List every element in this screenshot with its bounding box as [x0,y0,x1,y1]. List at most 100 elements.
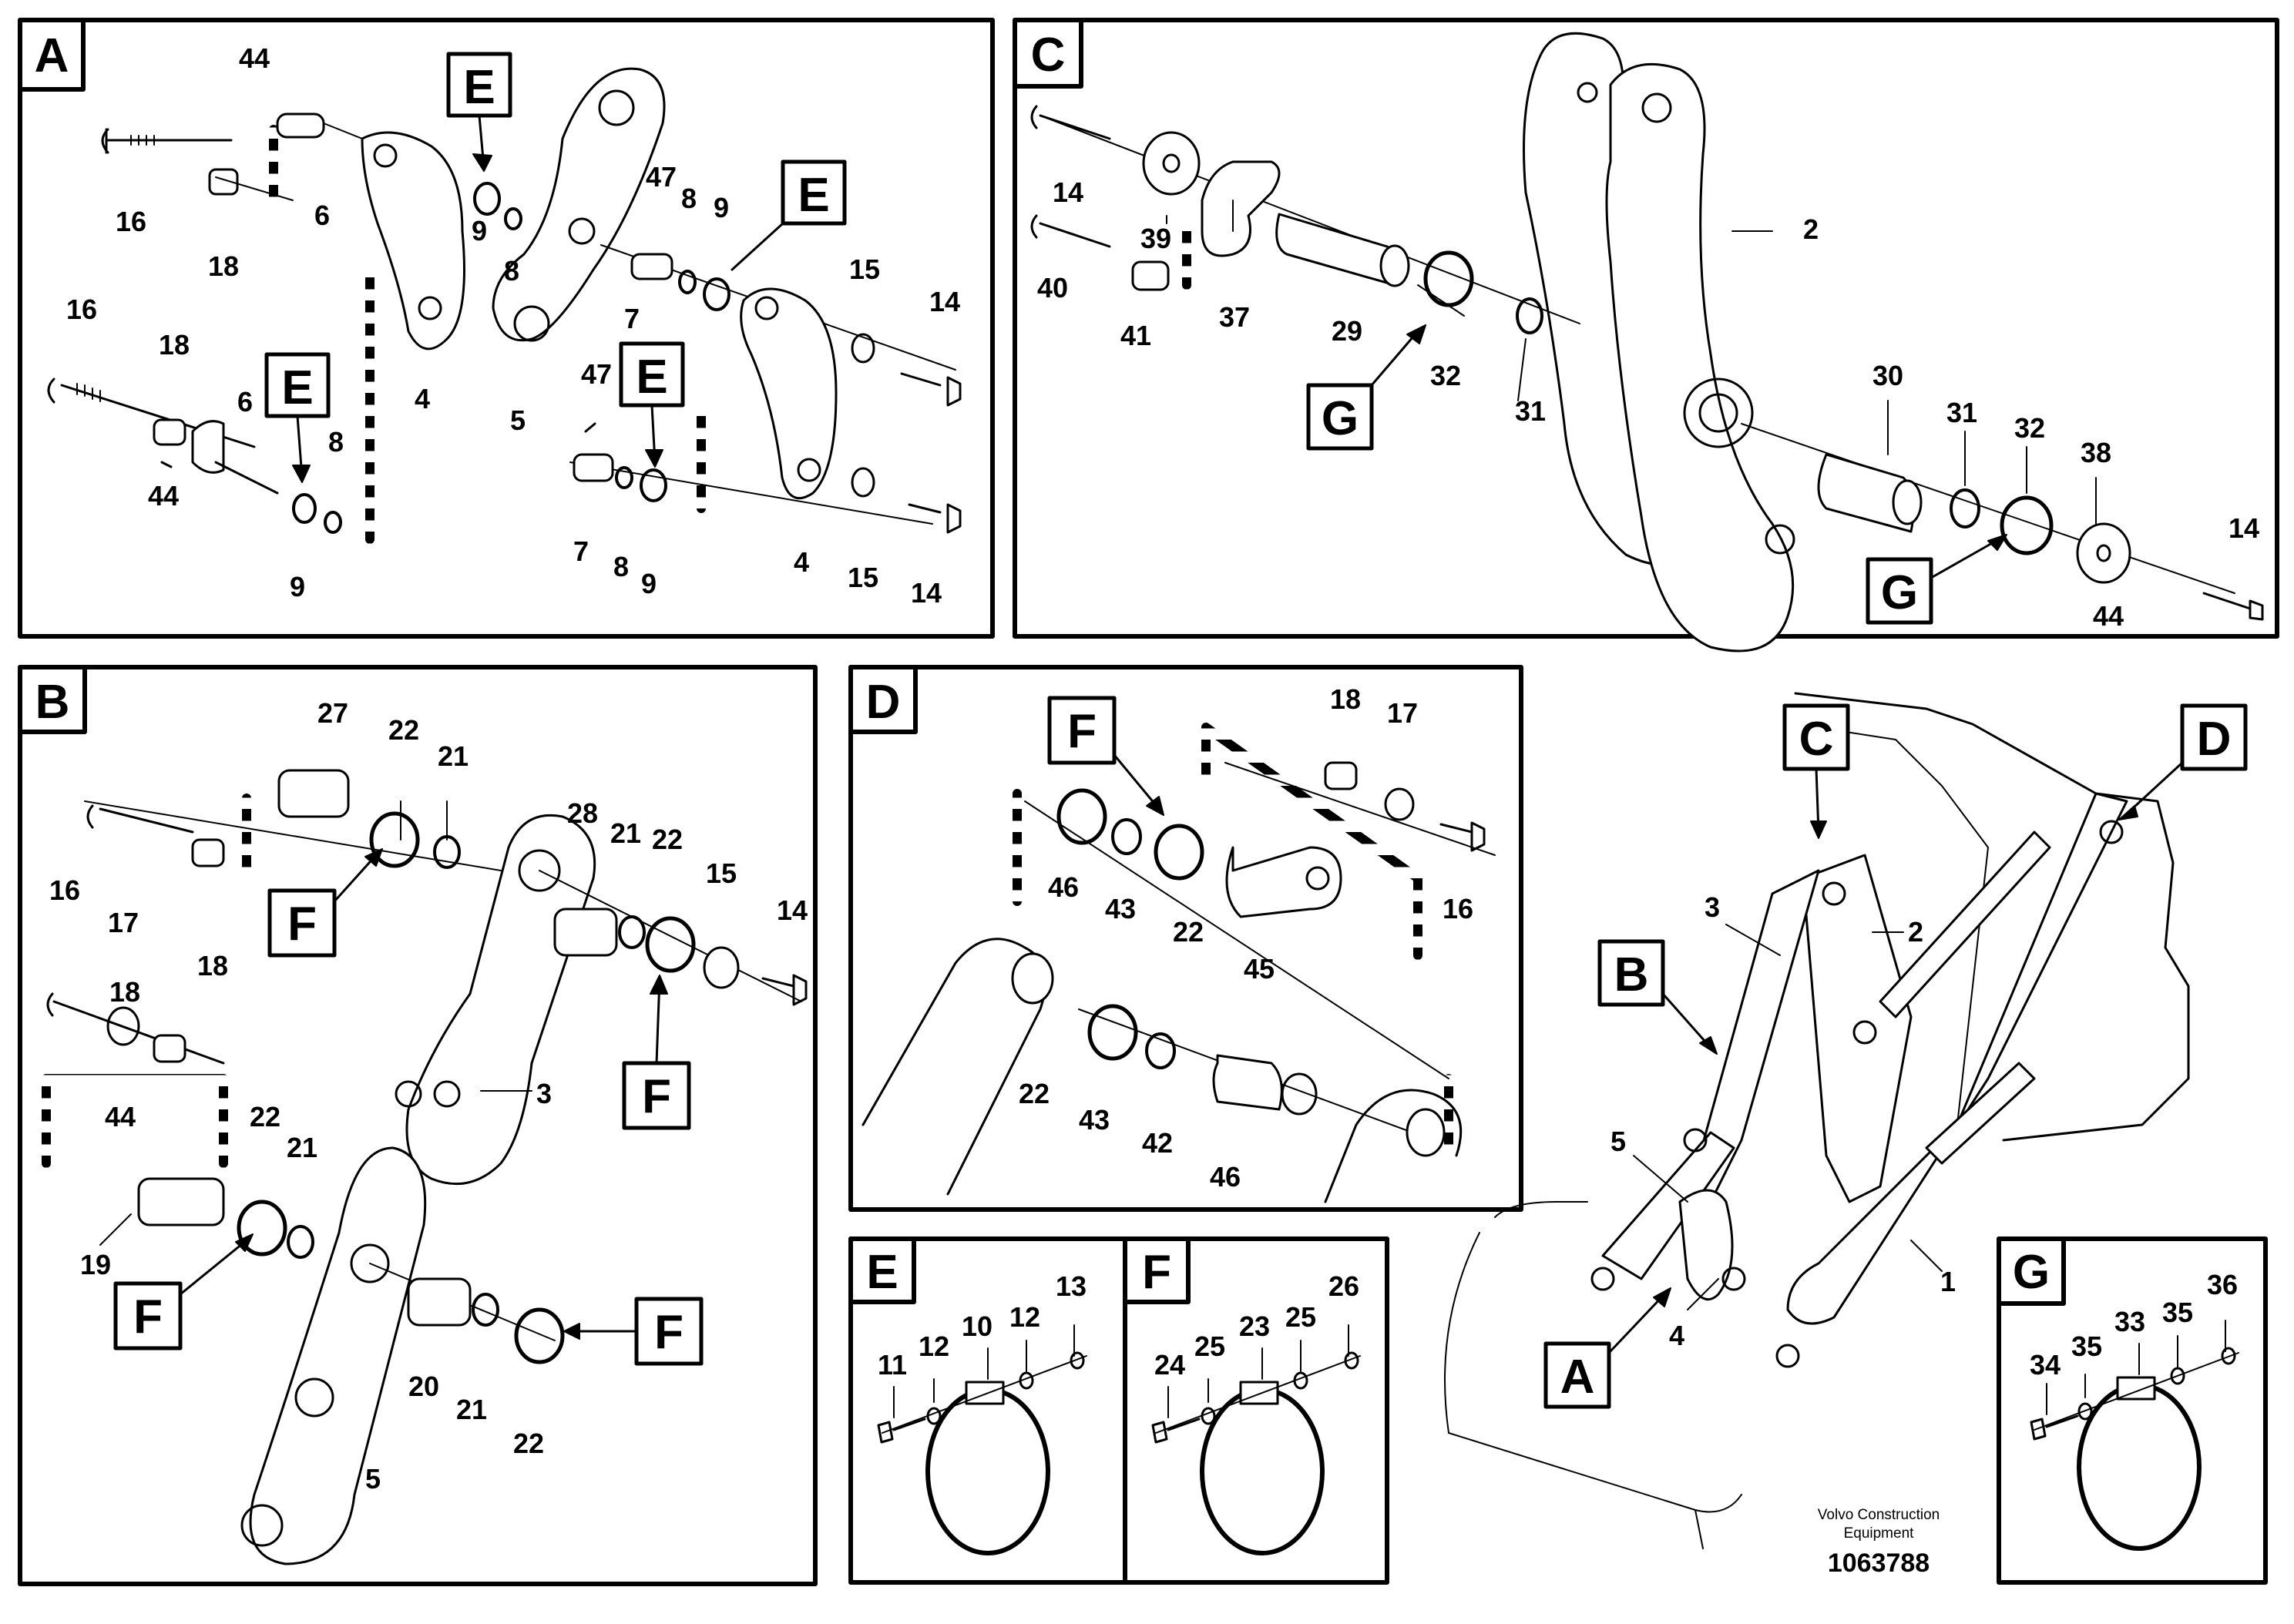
detail-f-tag-box [1123,1236,1191,1304]
detail-g-tag: G [2013,1246,2050,1299]
detail-g-tag-box [1997,1236,2066,1306]
panel-c-label-4: 40 [1037,272,1068,304]
panel-d-label-8: 22 [1019,1078,1050,1109]
overview-loader-illustration: C D B A 3 2 5 1 4 [1444,692,2248,1549]
detail-f-label-1: 24 [1154,1349,1185,1381]
panel-a-label-24: 9 [641,568,657,599]
detail-g-label-5: 36 [2207,1269,2238,1300]
overview-label-3: 5 [1611,1126,1626,1157]
panel-b-label-20: 22 [513,1428,544,1459]
panel-a-label-8: 8 [681,183,697,214]
panel-b-tag: B [35,676,70,729]
panel-c-label-10: 30 [1872,360,1903,391]
panel-b-label-18: 20 [408,1371,439,1402]
panel-c-label-11: 31 [1946,397,1977,428]
panel-d-label-1: 18 [1330,683,1361,715]
panel-c-label-13: 38 [2081,437,2111,468]
panel-a-tag: A [35,29,69,82]
panel-a-label-19: 9 [290,571,305,602]
panel-a-label-9: 9 [714,192,729,223]
panel-b-label-15: 22 [250,1101,280,1132]
panel-a-label-25: 4 [794,546,809,578]
detail-g: G 34 35 33 35 36 [1997,1236,2268,1585]
panel-b-label-7: 21 [610,817,641,849]
detail-g-label-1: 34 [2030,1349,2061,1381]
detail-e-label-4: 12 [1009,1301,1040,1333]
panel-b-detail-tag-2: F [642,1070,671,1123]
detail-g-label-2: 35 [2071,1330,2102,1362]
panel-c-label-9: 2 [1803,213,1819,245]
brand-line-1: Volvo Construction [1818,1507,1940,1523]
panel-a-label-23: 8 [613,551,629,582]
panel-b-label-13: 3 [536,1078,552,1109]
panel-b-label-1: 27 [317,697,348,729]
detail-f-label-2: 25 [1194,1330,1225,1362]
panel-c-detail-tag-2: G [1881,566,1918,619]
panel-a-detail-tag-4: E [636,351,667,404]
panel-b-detail-tag-4: F [654,1306,683,1359]
panel-a-label-1: 44 [239,42,270,74]
panel-a-label-10: 7 [624,303,640,334]
panel-a-label-21: 47 [581,358,612,390]
panel-d-label-5: 22 [1173,916,1204,948]
panel-a-label-18: 44 [148,480,179,512]
panel-c-label-3: 37 [1219,301,1250,333]
panel-c-label-7: 32 [1430,360,1461,391]
brand-line-2: Equipment [1844,1525,1915,1542]
panel-b-detail-tag-1: F [287,898,317,951]
panel-b-label-17: 19 [80,1249,111,1280]
overview-tag-d: D [2197,713,2232,766]
panel-d-label-7: 16 [1443,893,1473,924]
detail-e-tag: E [866,1246,898,1299]
panel-b-detail-tag-3: F [133,1290,163,1344]
panel-a-detail-tag-3: E [281,361,313,414]
panel-b-label-19: 21 [456,1394,487,1425]
panel-b-label-9: 15 [706,857,737,889]
panel-a-label-22: 7 [573,535,589,567]
panel-a-label-15: 16 [66,294,97,325]
panel-b-label-10: 14 [777,894,808,926]
panel-a-label-5: 9 [472,215,487,247]
panel-d-tag: D [866,676,901,729]
panel-b-label-3: 21 [438,740,469,772]
detail-f-label-3: 23 [1239,1310,1270,1342]
panel-a-label-14: 5 [510,404,526,436]
panel-b-label-6: 28 [567,797,598,829]
panel-c-label-5: 41 [1120,320,1151,351]
detail-e: E 11 12 10 12 13 [848,1236,1127,1585]
overview-label-4: 1 [1940,1266,1956,1297]
panel-c-label-1: 14 [1053,176,1083,208]
panel-b: B [18,665,818,1586]
panel-d-label-2: 17 [1387,697,1418,729]
panel-c-label-6: 29 [1332,315,1362,347]
panel-c-tag: C [1031,29,1066,82]
panel-b-label-21: 5 [365,1463,381,1495]
panel-c: C G [1013,18,2279,653]
panel-d: D F 18 17 46 43 22 45 [848,665,1523,1212]
panel-c-label-2: 39 [1140,223,1171,254]
detail-f: F 24 25 23 25 26 [1123,1236,1389,1585]
panel-a-label-27: 14 [911,577,942,609]
panel-c-label-15: 44 [2093,600,2124,632]
detail-e-tag-box [848,1236,916,1304]
detail-f-label-5: 26 [1328,1270,1359,1302]
panel-d-label-3: 46 [1048,871,1079,903]
overview-label-5: 4 [1669,1320,1684,1351]
panel-b-label-11: 17 [108,907,139,938]
panel-d-label-10: 42 [1142,1127,1173,1159]
panel-a-label-12: 14 [929,286,960,317]
detail-e-label-2: 12 [919,1330,949,1362]
panel-c-label-14: 14 [2229,512,2259,544]
panel-b-label-5: 18 [197,950,228,981]
panel-a-label-11: 15 [849,253,880,285]
panel-a-label-2: 16 [116,206,146,237]
panel-d-label-6: 45 [1244,953,1275,985]
overview-tag-c: C [1799,713,1834,766]
panel-b-tag-box [18,665,87,734]
detail-e-label-1: 11 [878,1349,907,1381]
overview-tag-b: B [1614,948,1649,1002]
panel-d-label-11: 46 [1210,1161,1241,1193]
panel-b-label-16: 21 [287,1132,317,1163]
panel-d-detail-tag-1: F [1067,705,1097,758]
